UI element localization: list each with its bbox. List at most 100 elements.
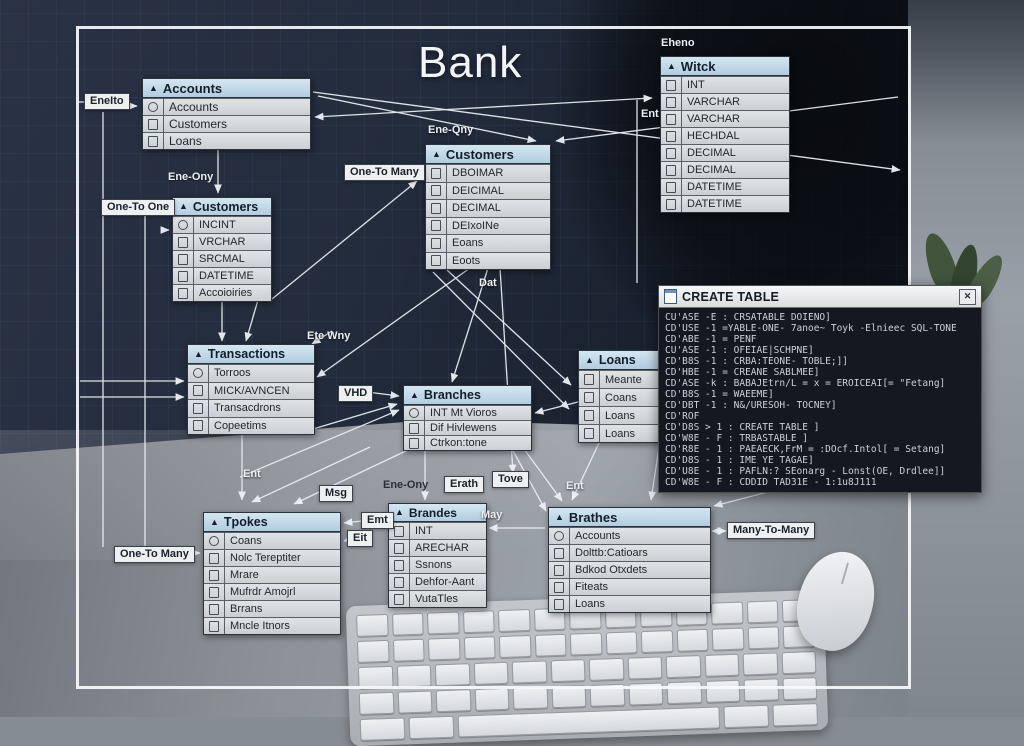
table-row[interactable]: Mncle Itnors	[204, 617, 340, 634]
table-row[interactable]: DEICIMAL	[426, 181, 550, 199]
relationship-label: Emt	[361, 512, 394, 530]
table-header[interactable]: ▲Branches	[404, 386, 531, 405]
table-row[interactable]: DATETIME	[661, 195, 789, 212]
field-label: DATETIME	[687, 198, 742, 210]
table-row[interactable]: Eoans	[426, 234, 550, 252]
table-row[interactable]: Eoots	[426, 251, 550, 269]
table-row[interactable]: VutaTles	[389, 590, 486, 607]
table-row[interactable]: Mufrdr Amojrl	[204, 583, 340, 600]
table-row[interactable]: Ctrkon:tone	[404, 435, 531, 450]
table-row[interactable]: Accounts	[549, 527, 710, 544]
collapse-triangle-icon[interactable]: ▲	[395, 507, 404, 517]
collapse-triangle-icon[interactable]: ▲	[667, 60, 676, 71]
table-header[interactable]: ▲Loans	[579, 351, 663, 370]
table-row[interactable]: Meante	[579, 370, 663, 388]
field-square-icon	[204, 584, 225, 600]
table-row[interactable]: INT Mt Vioros	[404, 405, 531, 420]
table-row[interactable]: MICK/AVNCEN	[188, 381, 314, 399]
table-header[interactable]: ▲Brathes	[549, 508, 710, 527]
table-row[interactable]: Bdkod Otxdets	[549, 561, 710, 578]
table-row[interactable]: Copeetims	[188, 416, 314, 434]
field-label: HECHDAL	[687, 130, 740, 142]
table-row[interactable]: Loans	[549, 595, 710, 612]
table-row[interactable]: DATETIME	[173, 267, 271, 284]
table-row[interactable]: VARCHAR	[661, 93, 789, 110]
table-row[interactable]: Coans	[204, 532, 340, 549]
table-row[interactable]: VRCHAR	[173, 233, 271, 250]
table-row[interactable]: SRCMAL	[173, 250, 271, 267]
table-row[interactable]: INCINT	[173, 216, 271, 233]
table-row[interactable]: Dif Hivlewens	[404, 420, 531, 435]
table-row[interactable]: Loans	[143, 132, 310, 149]
collapse-triangle-icon[interactable]: ▲	[432, 148, 441, 159]
table-row[interactable]: Nolc Tereptiter	[204, 549, 340, 566]
table-row[interactable]: DEIxoINe	[426, 216, 550, 234]
document-icon	[664, 289, 677, 304]
collapse-triangle-icon[interactable]: ▲	[410, 389, 419, 400]
table-row[interactable]: Customers	[143, 115, 310, 132]
field-label: INT Mt Vioros	[430, 407, 497, 419]
close-icon[interactable]: ✕	[959, 288, 976, 305]
table-row[interactable]: Loans	[579, 424, 663, 442]
sql-code-area[interactable]: CU'ASE -E : CRSATABLE DOIENO]CD'USE -1 =…	[659, 308, 981, 492]
table-row[interactable]: DATETIME	[661, 178, 789, 195]
field-square-icon	[389, 591, 410, 607]
collapse-triangle-icon[interactable]: ▲	[194, 348, 203, 359]
table-header[interactable]: ▲Customers	[426, 145, 550, 164]
table-header[interactable]: ▲Customers	[173, 198, 271, 216]
table-header[interactable]: ▲ Tpokes	[204, 513, 340, 532]
table-header[interactable]: ▲Brandes	[389, 504, 486, 522]
collapse-triangle-icon[interactable]: ▲	[149, 82, 158, 93]
table-row[interactable]: DECIMAL	[426, 199, 550, 217]
table-header[interactable]: ▲ Transactions	[188, 345, 314, 364]
keyboard-key	[704, 653, 740, 677]
field-square-icon	[404, 421, 425, 435]
table-row[interactable]: Fiteats	[549, 578, 710, 595]
table-row[interactable]: Accoioiries	[173, 284, 271, 301]
table-row[interactable]: Transacdrons	[188, 399, 314, 417]
table-row[interactable]: HECHDAL	[661, 127, 789, 144]
table-row[interactable]: Mrare	[204, 566, 340, 583]
relationship-label: Ete Wny	[307, 330, 351, 342]
table-row[interactable]: DECIMAL	[661, 144, 789, 161]
table-row[interactable]: Accounts	[143, 98, 310, 115]
window-titlebar[interactable]: CREATE TABLE ✕	[659, 286, 981, 308]
table-title: Tpokes	[223, 515, 268, 529]
field-label: Dif Hivlewens	[430, 422, 497, 434]
table-row[interactable]: Loans	[579, 406, 663, 424]
table-title: Transactions	[207, 347, 286, 361]
table-row[interactable]: DBOIMAR	[426, 164, 550, 182]
table-row[interactable]: INT	[661, 76, 789, 93]
table-row[interactable]: DECIMAL	[661, 161, 789, 178]
table-row[interactable]: ARECHAR	[389, 539, 486, 556]
table-header[interactable]: ▲Accounts	[143, 79, 310, 98]
table-row[interactable]: Dehfor-Aant	[389, 573, 486, 590]
field-square-icon	[661, 111, 682, 127]
table-row[interactable]: Brrans	[204, 600, 340, 617]
table-header[interactable]: ▲Witck	[661, 57, 789, 76]
table-row[interactable]: Coans	[579, 388, 663, 406]
keyboard-key	[511, 660, 547, 684]
collapse-triangle-icon[interactable]: ▲	[179, 201, 188, 211]
collapse-triangle-icon[interactable]: ▲	[210, 516, 219, 527]
field-square-icon	[143, 133, 164, 149]
collapse-triangle-icon[interactable]: ▲	[585, 354, 594, 365]
table-row[interactable]: Torroos	[188, 364, 314, 382]
window-title: CREATE TABLE	[682, 289, 780, 304]
table-row[interactable]: INT	[389, 522, 486, 539]
table-row[interactable]: VARCHAR	[661, 110, 789, 127]
table-row[interactable]: Ssnons	[389, 556, 486, 573]
field-square-icon	[661, 94, 682, 110]
collapse-triangle-icon[interactable]: ▲	[555, 511, 564, 522]
table-row[interactable]: Dolttb:Catioars	[549, 544, 710, 561]
